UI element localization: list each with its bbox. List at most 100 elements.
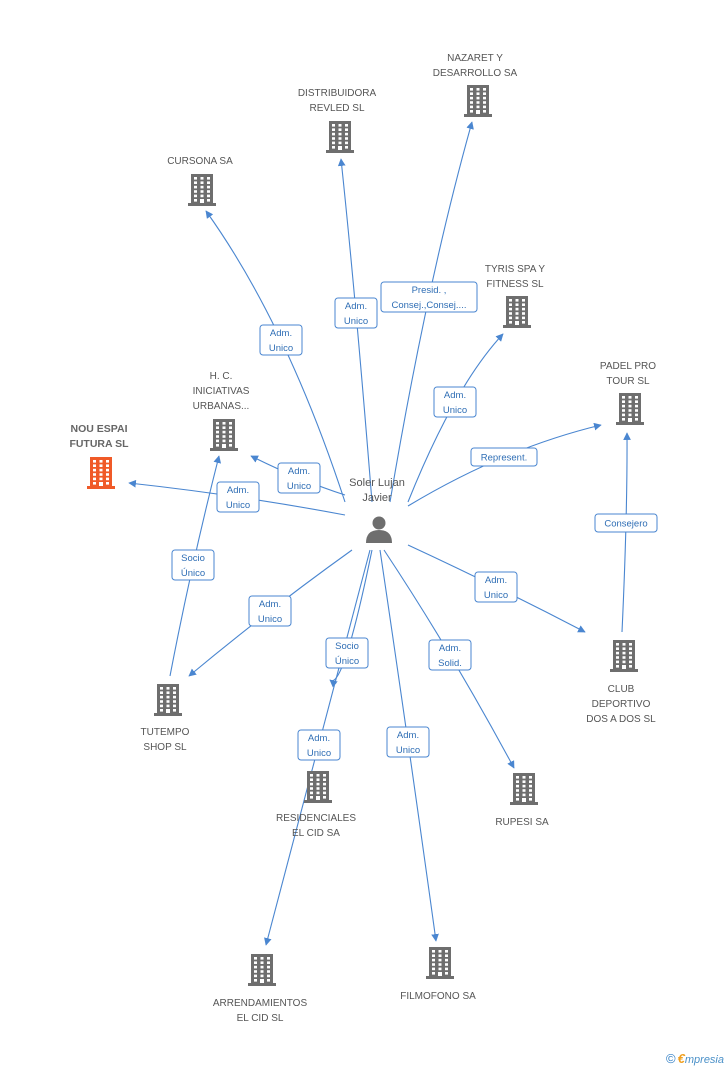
company-name-label: CURSONA SA <box>167 156 233 167</box>
edge-label-text: Adm. <box>485 575 507 586</box>
edge-label-box <box>325 637 369 669</box>
edge-label-text: Adm. <box>444 390 466 401</box>
edge-label-text: Unico <box>344 316 368 327</box>
edge-label-text: Unico <box>258 614 282 625</box>
edge-label-text: Único <box>181 568 205 579</box>
edge-label-text: Adm. <box>259 599 281 610</box>
node-cursona[interactable]: CURSONA SA <box>167 156 233 206</box>
building-icon <box>426 947 454 979</box>
building-icon <box>616 393 644 425</box>
company-name-label: SHOP SL <box>143 742 187 753</box>
node-filmofono[interactable]: FILMOFONO SA <box>400 947 476 1002</box>
company-name-label: EL CID SL <box>237 1013 284 1024</box>
node-rupesi[interactable]: RUPESI SA <box>495 773 549 828</box>
edge-label-person-distribuidora[interactable]: Adm. Unico <box>334 297 378 329</box>
company-name-label: RUPESI SA <box>495 817 549 828</box>
company-name-label: TUTEMPO <box>141 727 190 738</box>
edge-label-box <box>277 462 321 494</box>
edge-label-person-cursona[interactable]: Adm. Unico <box>259 324 303 356</box>
edge-label-box <box>428 639 472 671</box>
company-name-label: FILMOFONO SA <box>400 991 476 1002</box>
edge-label-text: Adm. <box>288 466 310 477</box>
building-icon <box>304 771 332 803</box>
company-name-label: INICIATIVAS <box>193 386 250 397</box>
edge-label-text: Unico <box>484 590 508 601</box>
edge-label-person-nazaret[interactable]: Presid. , Consej.,Consej.... <box>380 281 478 313</box>
edge-label-text: Unico <box>396 745 420 756</box>
company-name-label: RESIDENCIALES <box>276 813 356 824</box>
edge-label-text: Consej.,Consej.... <box>392 300 467 311</box>
building-icon <box>326 121 354 153</box>
edge-label-club-padel[interactable]: Consejero <box>594 513 658 533</box>
building-icon <box>503 296 531 328</box>
company-name-label: DESARROLLO SA <box>433 68 518 79</box>
node-arrendamientos[interactable]: ARRENDAMIENTOS EL CID SL <box>213 954 308 1024</box>
edge-label-text: Unico <box>269 343 293 354</box>
edge-label-person-padel[interactable]: Represent. <box>470 447 538 467</box>
company-name-label: NOU ESPAI <box>71 423 128 435</box>
company-name-label: EL CID SA <box>292 828 340 839</box>
node-tutempo[interactable]: TUTEMPO SHOP SL <box>141 684 190 753</box>
building-icon <box>87 457 115 489</box>
building-icon <box>248 954 276 986</box>
person-name-label: Javier <box>362 492 392 504</box>
edge-label-box <box>594 513 658 533</box>
node-residenciales[interactable]: RESIDENCIALES EL CID SA <box>276 771 356 839</box>
edge-label-text: Unico <box>443 405 467 416</box>
edge-label-text: Adm. <box>345 301 367 312</box>
node-hc[interactable]: H. C. INICIATIVAS URBANAS... <box>193 371 250 451</box>
edge-label-person-tyris[interactable]: Adm. Unico <box>433 386 477 418</box>
edge-label-text: Adm. <box>308 733 330 744</box>
edge-label-person-club[interactable]: Adm. Unico <box>474 571 518 603</box>
edge-label-text: Unico <box>226 500 250 511</box>
company-name-label: REVLED SL <box>309 103 364 114</box>
edge-label-text: Adm. <box>270 328 292 339</box>
building-icon <box>464 85 492 117</box>
edge-label-text: Represent. <box>481 453 527 464</box>
edge-label-text: Adm. <box>397 730 419 741</box>
edge-label-person-arrendamientos[interactable]: Adm. Unico <box>297 729 341 761</box>
company-name-label: FITNESS SL <box>486 279 544 290</box>
company-name-label: ARRENDAMIENTOS <box>213 998 308 1009</box>
edge-label-person-tutempo[interactable]: Adm. Unico <box>248 595 292 627</box>
company-name-label: TOUR SL <box>606 376 650 387</box>
edge-label-person-filmofono[interactable]: Adm. Unico <box>386 726 430 758</box>
person-icon <box>366 516 392 543</box>
company-name-label: DEPORTIVO <box>592 699 651 710</box>
edge-labels-layer: Presid. ,Consej.,Consej....Adm.UnicoAdm.… <box>171 281 658 761</box>
company-name-label: H. C. <box>210 371 233 382</box>
company-name-label: URBANAS... <box>193 401 250 412</box>
edge-person-distribuidora <box>337 158 373 503</box>
company-name-label: DOS A DOS SL <box>586 714 656 725</box>
building-icon <box>510 773 538 805</box>
brand-logo-initial: € <box>677 1051 685 1066</box>
edge-label-person-rupesi[interactable]: Adm.Solid. <box>428 639 472 671</box>
edge-label-text: Unico <box>307 748 331 759</box>
edge-label-text: Presid. , <box>412 285 447 296</box>
edge-label-box <box>248 595 292 627</box>
edge-label-person-hc[interactable]: Adm.Unico <box>277 462 321 494</box>
edge-label-text: Consejero <box>604 519 647 530</box>
edge-label-text: Socio <box>181 553 205 564</box>
edge-label-box <box>297 729 341 761</box>
building-icon <box>188 174 216 206</box>
edge-label-box <box>380 281 478 313</box>
copyright-icon: © <box>666 1051 676 1066</box>
edge-label-box <box>171 549 215 581</box>
edge-label-box <box>474 571 518 603</box>
building-icon <box>154 684 182 716</box>
building-icon <box>210 419 238 451</box>
building-icon <box>610 640 638 672</box>
edge-label-person-nou[interactable]: Adm.Unico <box>216 481 260 513</box>
edge-person-tyris <box>407 333 504 503</box>
